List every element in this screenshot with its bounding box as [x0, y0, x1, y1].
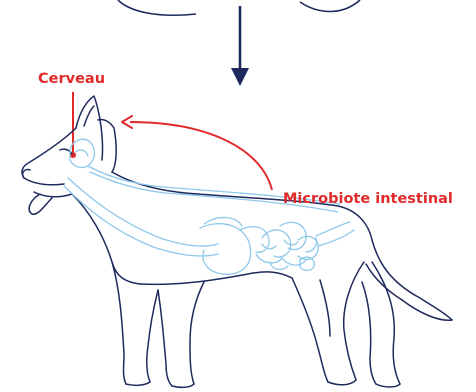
brain-label: Cerveau: [38, 72, 105, 87]
curved-arrow-icon: [122, 116, 272, 190]
intestines: [240, 222, 354, 269]
arrow-down-icon: [231, 6, 249, 86]
esophagus: [68, 178, 218, 246]
stomach: [200, 224, 251, 275]
gut-microbiota-label: Microbiote intestinal: [283, 192, 453, 207]
top-right-fragment: [300, 0, 360, 12]
top-left-fragment: [118, 0, 196, 15]
